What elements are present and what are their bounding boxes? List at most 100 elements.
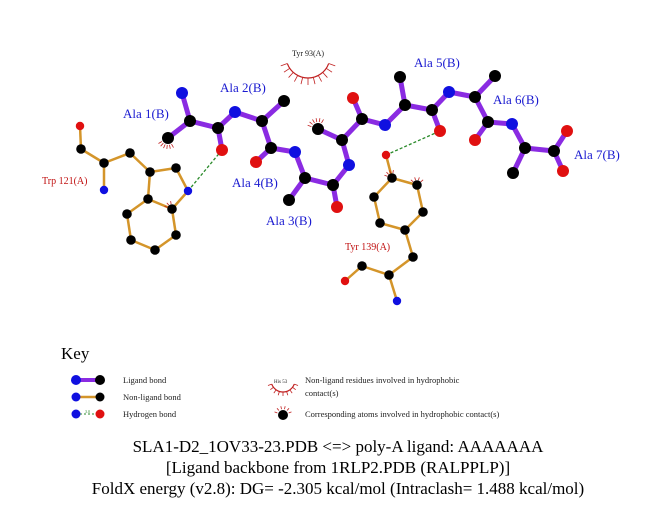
carbon-atom <box>167 204 177 214</box>
key-hydrophobic-atom-ray <box>280 406 282 410</box>
hydrophobic-atom-ray <box>318 118 321 123</box>
label-trp121: Trp 121(A) <box>42 176 87 187</box>
hydrophobic-ray <box>300 77 304 85</box>
non-ligand-bond <box>388 256 414 276</box>
hydrophobic-atom-ray <box>169 144 171 149</box>
carbon-atom <box>469 91 481 103</box>
key-hydrogen-bond-sample: 3.0 <box>71 409 105 419</box>
carbon-atom <box>369 192 379 202</box>
key-non-ligand-bond-label: Non-ligand bond <box>123 392 182 402</box>
carbon-atom <box>336 134 348 146</box>
oxygen-atom <box>434 125 446 137</box>
hydrophobic-atom-ray <box>384 174 388 177</box>
label-ala7: Ala 7(B) <box>574 147 620 162</box>
caption-line-3: FoldX energy (v2.8): DG= -2.305 kcal/mol… <box>92 479 584 498</box>
carbon-atom <box>507 167 519 179</box>
carbon-atom <box>162 132 174 144</box>
key-hydrophobic-residues-label-2: contact(s) <box>305 388 339 398</box>
carbon-atom <box>299 172 311 184</box>
hydrophobic-atom-ray <box>386 171 389 175</box>
carbon-atom <box>143 194 153 204</box>
tyr93-hydrophobic-arc <box>286 63 330 79</box>
key-hydrophobic-atom-ray <box>286 408 290 411</box>
label-ala1: Ala 1(B) <box>123 106 169 121</box>
hydrophobic-ray <box>328 63 336 67</box>
hydrophobic-atom-ray <box>418 177 420 181</box>
carbon-atom <box>212 122 224 134</box>
carbon-atom <box>548 145 560 157</box>
key-hydrophobic-atom-sample <box>274 406 292 420</box>
key-hydrophobic-atom-ray <box>276 408 280 411</box>
carbon-atom <box>482 116 494 128</box>
carbon-atom <box>265 142 277 154</box>
carbon-atom <box>418 207 428 217</box>
nitrogen-atom <box>392 296 402 306</box>
hydrophobic-contacts-layer <box>158 63 424 208</box>
oxygen-atom <box>75 121 85 131</box>
carbon-atom <box>327 179 339 191</box>
nitrogen-atom <box>379 119 391 131</box>
key-hydrophobic-ray <box>289 389 293 394</box>
hydrophobic-atom-ray <box>392 170 394 174</box>
oxygen-atom <box>216 144 228 156</box>
oxygen-atom <box>561 125 573 137</box>
key-hydrophobic-atom-ray <box>274 411 278 414</box>
carbon-atom <box>278 95 290 107</box>
hydrophobic-atom-ray <box>307 124 312 127</box>
hydrophobic-ray <box>322 72 328 78</box>
hydrophobic-atom-ray <box>163 144 166 149</box>
carbon-atom <box>399 99 411 111</box>
key-hydrophobic-atoms-label: Corresponding atoms involved in hydropho… <box>305 409 499 419</box>
nitrogen-atom <box>443 86 455 98</box>
hydrophobic-atom-ray <box>170 201 172 205</box>
key-ligand-bond-sample <box>71 375 105 385</box>
hydrophobic-atom-ray <box>312 119 315 124</box>
key-hydrophobic-ray <box>267 383 272 386</box>
carbon-atom <box>412 180 422 190</box>
hydrogen-bond <box>385 130 441 156</box>
carbon-atom <box>150 245 160 255</box>
key-hydrophobic-ray <box>286 391 289 396</box>
oxygen-atom <box>347 92 359 104</box>
carbon-atom <box>126 235 136 245</box>
hydrophobic-atom-ray <box>321 119 324 124</box>
label-tyr139: Tyr 139(A) <box>345 242 390 253</box>
caption-line-1: SLA1-D2_1OV33-23.PDB <=> poly-A ligand: … <box>133 437 545 456</box>
carbon-atom <box>99 158 109 168</box>
hydrophobic-atom-ray <box>389 170 391 174</box>
carbon-atom <box>489 70 501 82</box>
hydrophobic-ray <box>294 75 299 82</box>
nitrogen-atom <box>99 185 109 195</box>
carbon-atom <box>375 218 385 228</box>
label-ala2: Ala 2(B) <box>220 80 266 95</box>
carbon-atom <box>184 115 196 127</box>
label-ala6: Ala 6(B) <box>493 92 539 107</box>
carbon-atom <box>256 115 268 127</box>
key-hydrophobic-ray <box>273 389 277 394</box>
hydrophobic-atom-ray <box>166 202 170 206</box>
carbon-atom <box>400 225 410 235</box>
oxygen-atom <box>250 156 262 168</box>
nitrogen-atom <box>183 186 193 196</box>
hydrophobic-atom-ray <box>420 179 424 183</box>
hydrophobic-ray <box>288 72 294 78</box>
nitrogen-atom <box>506 118 518 130</box>
atoms-layer <box>75 70 573 306</box>
label-ala5: Ala 5(B) <box>414 55 460 70</box>
key-hydrophobic-ray <box>270 386 274 391</box>
carbon-atom <box>283 194 295 206</box>
carbon-atom <box>145 167 155 177</box>
hydrophobic-atom-ray <box>171 143 174 148</box>
hydrophobic-atom-ray <box>315 118 318 123</box>
key-hydrophobic-ray <box>294 383 299 386</box>
oxygen-atom <box>381 150 391 160</box>
hydrophobic-ray <box>312 77 316 85</box>
carbon-atom <box>357 261 367 271</box>
oxygen-atom <box>469 134 481 146</box>
key-hydrophobic-arc <box>271 383 295 393</box>
key-hydrophobic-ray <box>277 391 280 396</box>
hydrophobic-atom-ray <box>160 142 164 147</box>
nitrogen-atom <box>176 87 188 99</box>
label-tyr93: Tyr 93(A) <box>292 49 324 58</box>
